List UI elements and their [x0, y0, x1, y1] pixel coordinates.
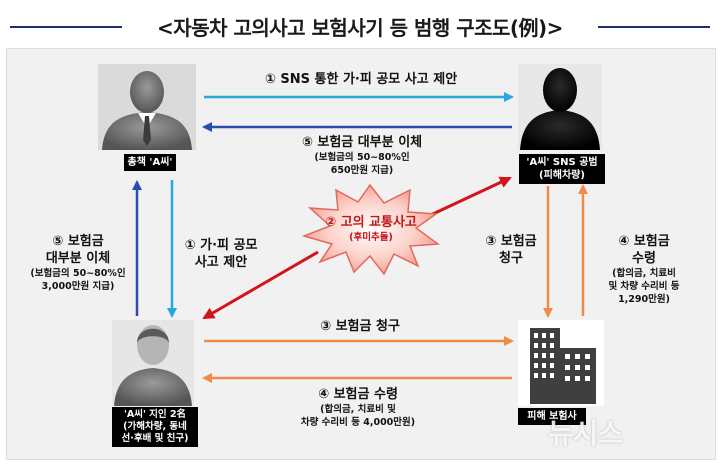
edge-label-e4-bottom: ④ 보험금 수령 (합의금, 치료비 및 차량 수리비 등 4,000만원): [300, 387, 416, 428]
page-title: <자동차 고의사고 보험사기 등 범행 구조도(例)>: [157, 16, 563, 40]
arrow-e2-collision-to-acquaintances: [202, 250, 319, 320]
edge-label-e1: ① SNS 통한 가·피 공모 사고 제안: [264, 72, 458, 87]
edge-label-e2: ② 고의 교통사고 (후미추돌): [325, 215, 417, 243]
edge-label-e4-right: ④ 보험금 수령 (합의금, 치료비 및 차량 수리비 등 1,290만원): [608, 234, 680, 305]
title-rule-right: [598, 26, 710, 28]
insurer-label: 피해 보험사: [518, 408, 586, 425]
leader-person-icon: [98, 64, 196, 150]
accomplice-label: 'A씨' SNS 공범 (피해차량): [519, 154, 605, 184]
title-rule-left: [10, 26, 122, 28]
edge-label-e3-right: ③ 보험금 청구: [485, 234, 537, 266]
accomplice-person-icon: [518, 64, 602, 150]
acquaintance-person-icon: [112, 320, 194, 406]
arrow-e2-collision-to-accomplice: [419, 176, 512, 222]
edge-label-e5-top: ⑤ 보험금 대부분 이체 (보험금의 50~80%인 650만원 지급): [301, 135, 423, 176]
edge-label-e5-left: ⑤ 보험금 대부분 이체 (보험금의 50~80%인 3,000만원 지급): [30, 234, 126, 292]
watermark: 뉴시스: [548, 417, 623, 450]
collision-burst-shape: [301, 183, 441, 276]
acquaintance-label: 'A씨' 지인 2名 (가해차량, 동네 선·후배 및 친구): [112, 407, 198, 447]
insurer-building-icon: [518, 320, 604, 406]
edge-label-e1-left: ① 가·피 공모 사고 제안: [184, 238, 258, 270]
edge-label-e3-bottom: ③ 보험금 청구: [320, 319, 400, 334]
leader-label: 총책 'A씨': [124, 154, 176, 171]
